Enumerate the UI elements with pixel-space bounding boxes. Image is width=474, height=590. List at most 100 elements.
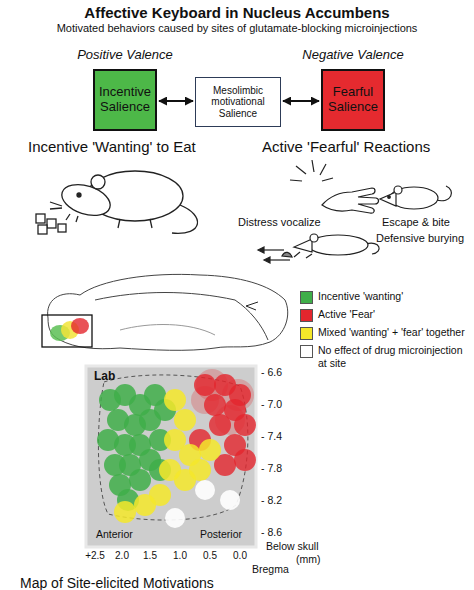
brain-tract — [95, 293, 235, 301]
legend-text: Incentive 'wanting' — [318, 290, 403, 303]
axis-tick: +2.5 — [85, 550, 105, 562]
rat-paws — [294, 252, 312, 258]
map-lab-label: Lab — [94, 370, 115, 384]
rat-eye — [77, 193, 81, 197]
site-dot — [164, 389, 186, 411]
site-dot — [209, 414, 231, 436]
burying-rat — [258, 234, 379, 263]
brain-tract — [120, 325, 215, 335]
axis-tick: - 8.6 — [261, 526, 282, 538]
legend-swatch — [300, 291, 313, 304]
axis-origin: Bregma — [252, 563, 289, 575]
rat-eye — [388, 196, 391, 199]
site-dot — [204, 394, 226, 416]
valence-box: Fearful Salience — [321, 69, 385, 131]
food-cube — [38, 225, 47, 234]
hand-outline — [322, 188, 379, 213]
legend-text: Mixed 'wanting' + 'fear' together — [318, 326, 465, 339]
site-dot — [199, 439, 221, 461]
box-text: Incentive Salience — [99, 85, 151, 115]
legend-swatch — [300, 327, 313, 340]
brain-inset — [42, 315, 92, 347]
vocalize-lines — [290, 160, 333, 181]
axis-tick: 0.5 — [203, 550, 217, 562]
valence-label: Positive Valence — [77, 48, 173, 63]
axis-tick: - 8.2 — [261, 494, 282, 506]
double-arrow — [159, 100, 193, 102]
axis-unit: (mm) — [296, 553, 321, 565]
rat-ear — [310, 234, 318, 242]
site-dot — [129, 469, 151, 491]
axis-tick: 1.0 — [173, 550, 187, 562]
biting-rat — [380, 186, 451, 209]
behavior-label: Defensive burying — [376, 232, 464, 245]
site-map — [97, 369, 256, 528]
rat-head — [380, 192, 396, 206]
food-cube — [36, 214, 45, 223]
behavior-label: Distress vocalize — [238, 216, 321, 229]
hand — [322, 188, 379, 213]
legend-item: No effect of drug microinjection at site — [300, 344, 472, 369]
legend-swatch — [300, 345, 313, 358]
push-arrow — [264, 249, 284, 250]
site-dot — [220, 490, 240, 510]
legend-item: Incentive 'wanting' — [300, 290, 472, 304]
legend-item: Mixed 'wanting' + 'fear' together — [300, 326, 472, 340]
legend-text: No effect of drug microinjection at site — [318, 344, 472, 369]
axis-tick: 1.5 — [143, 550, 157, 562]
rat-ear — [394, 186, 402, 194]
site-dot — [144, 384, 166, 406]
site-dot — [134, 494, 156, 516]
site-dot — [165, 508, 185, 528]
brain-outline — [48, 274, 288, 350]
diagram-title: Affective Keyboard in Nucleus Accumbens — [84, 4, 389, 21]
behavior-label: Escape & bite — [382, 216, 450, 229]
push-arrowhead — [258, 247, 264, 253]
rat-body — [308, 235, 368, 255]
push-arrow — [270, 259, 290, 260]
subtitle: Motivated behaviors caused by sites of g… — [57, 22, 418, 35]
sound-line — [290, 180, 302, 181]
rat-whiskers — [50, 202, 62, 209]
sound-line — [322, 178, 333, 181]
legend: Incentive 'wanting' Active 'Fear' Mixed 'w… — [300, 290, 472, 369]
sound-line — [320, 164, 326, 175]
sound-line — [296, 166, 306, 174]
food-cube — [47, 219, 56, 228]
valence-label: Negative Valence — [302, 48, 403, 63]
legend-item: Active 'Fear' — [300, 308, 472, 322]
rat-head — [58, 179, 114, 221]
axis-tick: 2.0 — [115, 550, 129, 562]
axis-tick: - 7.0 — [261, 398, 282, 410]
site-dot — [194, 374, 216, 396]
inset-frame — [42, 315, 92, 347]
box-text: Mesolimbic motivational Salience — [201, 85, 276, 120]
rat-ear — [91, 175, 105, 189]
site-dot — [189, 459, 211, 481]
valence-box: Incentive Salience — [93, 69, 157, 131]
map-panel — [86, 366, 256, 547]
behavior-heading: Incentive 'Wanting' to Eat — [28, 138, 196, 155]
brain-section — [48, 274, 288, 350]
site-dot — [234, 449, 256, 471]
direction-label: Anterior — [96, 528, 133, 540]
legend-swatch — [300, 309, 313, 322]
site-dot — [195, 480, 215, 500]
site-dot — [174, 409, 196, 431]
rat-paws — [66, 214, 152, 228]
salience-box: Mesolimbic motivational Salience — [195, 77, 281, 127]
axis-tick: - 7.4 — [261, 430, 282, 442]
site-dot — [114, 501, 136, 523]
axis-tick: - 6.6 — [261, 366, 282, 378]
push-arrowhead — [264, 257, 270, 263]
direction-label: Posterior — [200, 528, 242, 540]
box-text: Fearful Salience — [327, 85, 379, 115]
bedding-pile — [282, 252, 292, 257]
legend-text: Active 'Fear' — [318, 308, 375, 321]
brain-tract — [235, 300, 268, 340]
rat-body — [390, 187, 438, 209]
double-arrow — [283, 100, 319, 102]
diagram-caption: Map of Site-elicited Motivations — [20, 575, 214, 590]
inset-red — [71, 318, 89, 334]
